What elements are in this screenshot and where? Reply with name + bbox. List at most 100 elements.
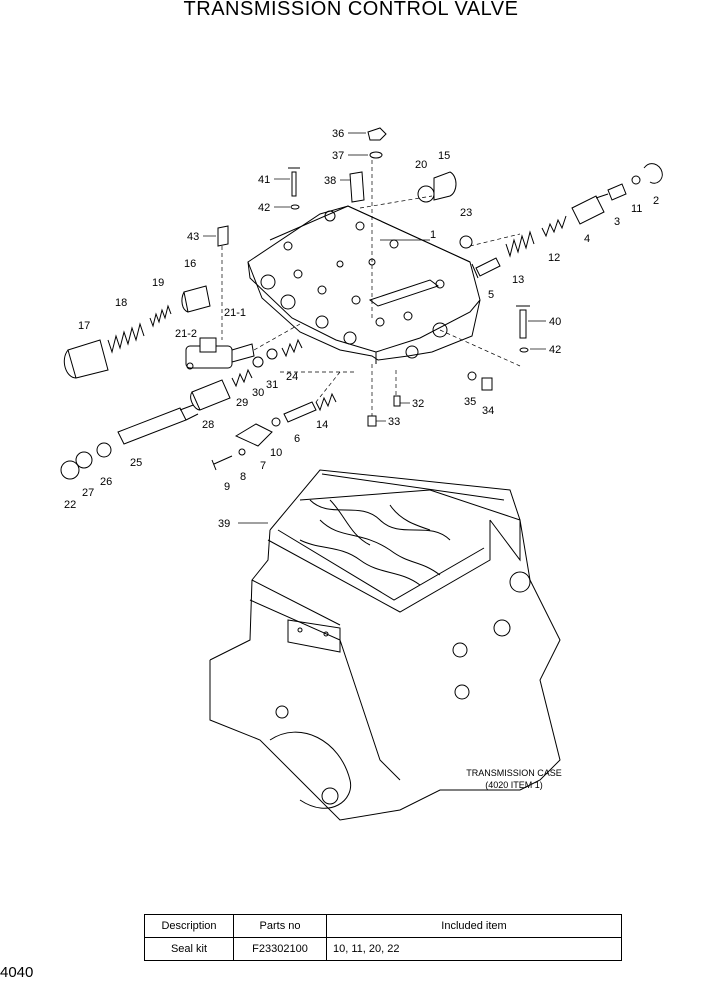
plug-23 [459, 235, 473, 249]
spring-29 [231, 368, 253, 388]
callout: 7 [260, 460, 266, 472]
callout: 42 [549, 344, 561, 356]
nut-31 [266, 348, 278, 360]
header-description: Description [144, 914, 234, 938]
callout: 4 [584, 233, 590, 245]
o-ring-10 [271, 417, 281, 427]
connector-43 [217, 225, 229, 247]
callout: 9 [224, 481, 230, 493]
callout: 13 [512, 274, 524, 286]
callout: 29 [236, 397, 248, 409]
callout: 17 [78, 320, 90, 332]
callout: 21-2 [175, 328, 197, 340]
table-header-row: Description Parts no Included item [144, 914, 622, 938]
bolt-40 [516, 305, 530, 339]
callout: 41 [258, 174, 270, 186]
plug-32 [393, 395, 401, 407]
spring-14 [315, 392, 337, 412]
callout: 26 [100, 476, 112, 488]
plug-34 [481, 377, 493, 391]
cell-included-item: 10, 11, 20, 22 [326, 937, 622, 961]
callout: 1 [430, 229, 436, 241]
callout: 20 [415, 159, 427, 171]
washer-30 [252, 356, 264, 368]
spring-24 [281, 338, 303, 358]
callout: 32 [412, 398, 424, 410]
callout: 6 [294, 433, 300, 445]
callout: 28 [202, 419, 214, 431]
callout: 12 [548, 252, 560, 264]
spring-12 [541, 215, 567, 238]
callout: 11 [631, 203, 642, 215]
callout: 43 [187, 231, 199, 243]
cell-parts-no: F23302100 [233, 937, 327, 961]
pin-3 [607, 183, 627, 201]
callout: 37 [332, 150, 344, 162]
plug-15 [433, 171, 457, 201]
callout: 3 [614, 216, 620, 228]
solenoid-valve [185, 337, 255, 370]
callout: 5 [488, 289, 494, 301]
plug-33 [367, 415, 377, 427]
seal-kit-table: Description Parts no Included item Seal … [144, 914, 622, 961]
washer-37 [369, 151, 383, 159]
bolt-41 [288, 167, 300, 197]
callout-labels: 36 37 38 41 42 20 15 23 1 11 2 3 4 12 13… [64, 128, 659, 790]
plug-17 [63, 339, 109, 379]
callout: 30 [252, 387, 264, 399]
callout: 40 [549, 316, 561, 328]
callout: 42 [258, 202, 270, 214]
transmission-case [209, 469, 561, 821]
callout: 19 [152, 277, 164, 289]
callout: 27 [82, 487, 94, 499]
callout: 34 [482, 405, 494, 417]
callout: 36 [332, 128, 344, 140]
callout: 15 [438, 150, 450, 162]
callout: 39 [218, 518, 230, 530]
piston-6 [283, 401, 317, 423]
sleeve-28 [190, 379, 231, 411]
washer-42 [290, 204, 300, 210]
header-parts-no: Parts no [233, 914, 327, 938]
cover-plate-7 [234, 423, 273, 447]
callout: 33 [388, 416, 400, 428]
callout: 35 [464, 396, 476, 408]
callout: 16 [184, 258, 196, 270]
case-note-line2: (4020 ITEM 1) [485, 780, 543, 790]
callout: 8 [240, 471, 246, 483]
o-ring-11 [631, 175, 641, 185]
callout: 23 [460, 207, 472, 219]
page-number: 4040 [0, 964, 34, 981]
spring-13 [505, 230, 535, 258]
callout: 14 [316, 419, 328, 431]
callout: 31 [266, 379, 278, 391]
cell-description: Seal kit [144, 937, 234, 961]
callout: 38 [324, 175, 336, 187]
callout: 18 [115, 297, 127, 309]
seal-ring-22 [60, 460, 80, 480]
cap-2 [643, 163, 663, 184]
callout: 10 [270, 447, 282, 459]
bolt-9 [211, 455, 233, 471]
spring-19 [149, 304, 172, 328]
washer-42-right [519, 347, 529, 353]
callout: 24 [286, 371, 298, 383]
callout: 22 [64, 499, 76, 511]
spring-18 [107, 322, 145, 354]
table-row: Seal kit F23302100 10, 11, 20, 22 [144, 937, 622, 961]
seal-ring-27 [75, 451, 93, 469]
bushing-26 [96, 442, 112, 458]
callout: 21-1 [224, 307, 246, 319]
o-ring-20 [417, 185, 435, 203]
sleeve-38 [349, 171, 365, 203]
sleeve-16 [181, 285, 211, 313]
callout: 25 [130, 457, 142, 469]
valve-body [247, 205, 481, 364]
plunger-5 [471, 257, 501, 279]
leader-lines [203, 132, 546, 524]
callout: 2 [653, 195, 659, 207]
case-note-line1: TRANSMISSION CASE [466, 768, 562, 778]
header-included-item: Included item [326, 914, 622, 938]
page-title: TRANSMISSION CONTROL VALVE [183, 0, 519, 20]
